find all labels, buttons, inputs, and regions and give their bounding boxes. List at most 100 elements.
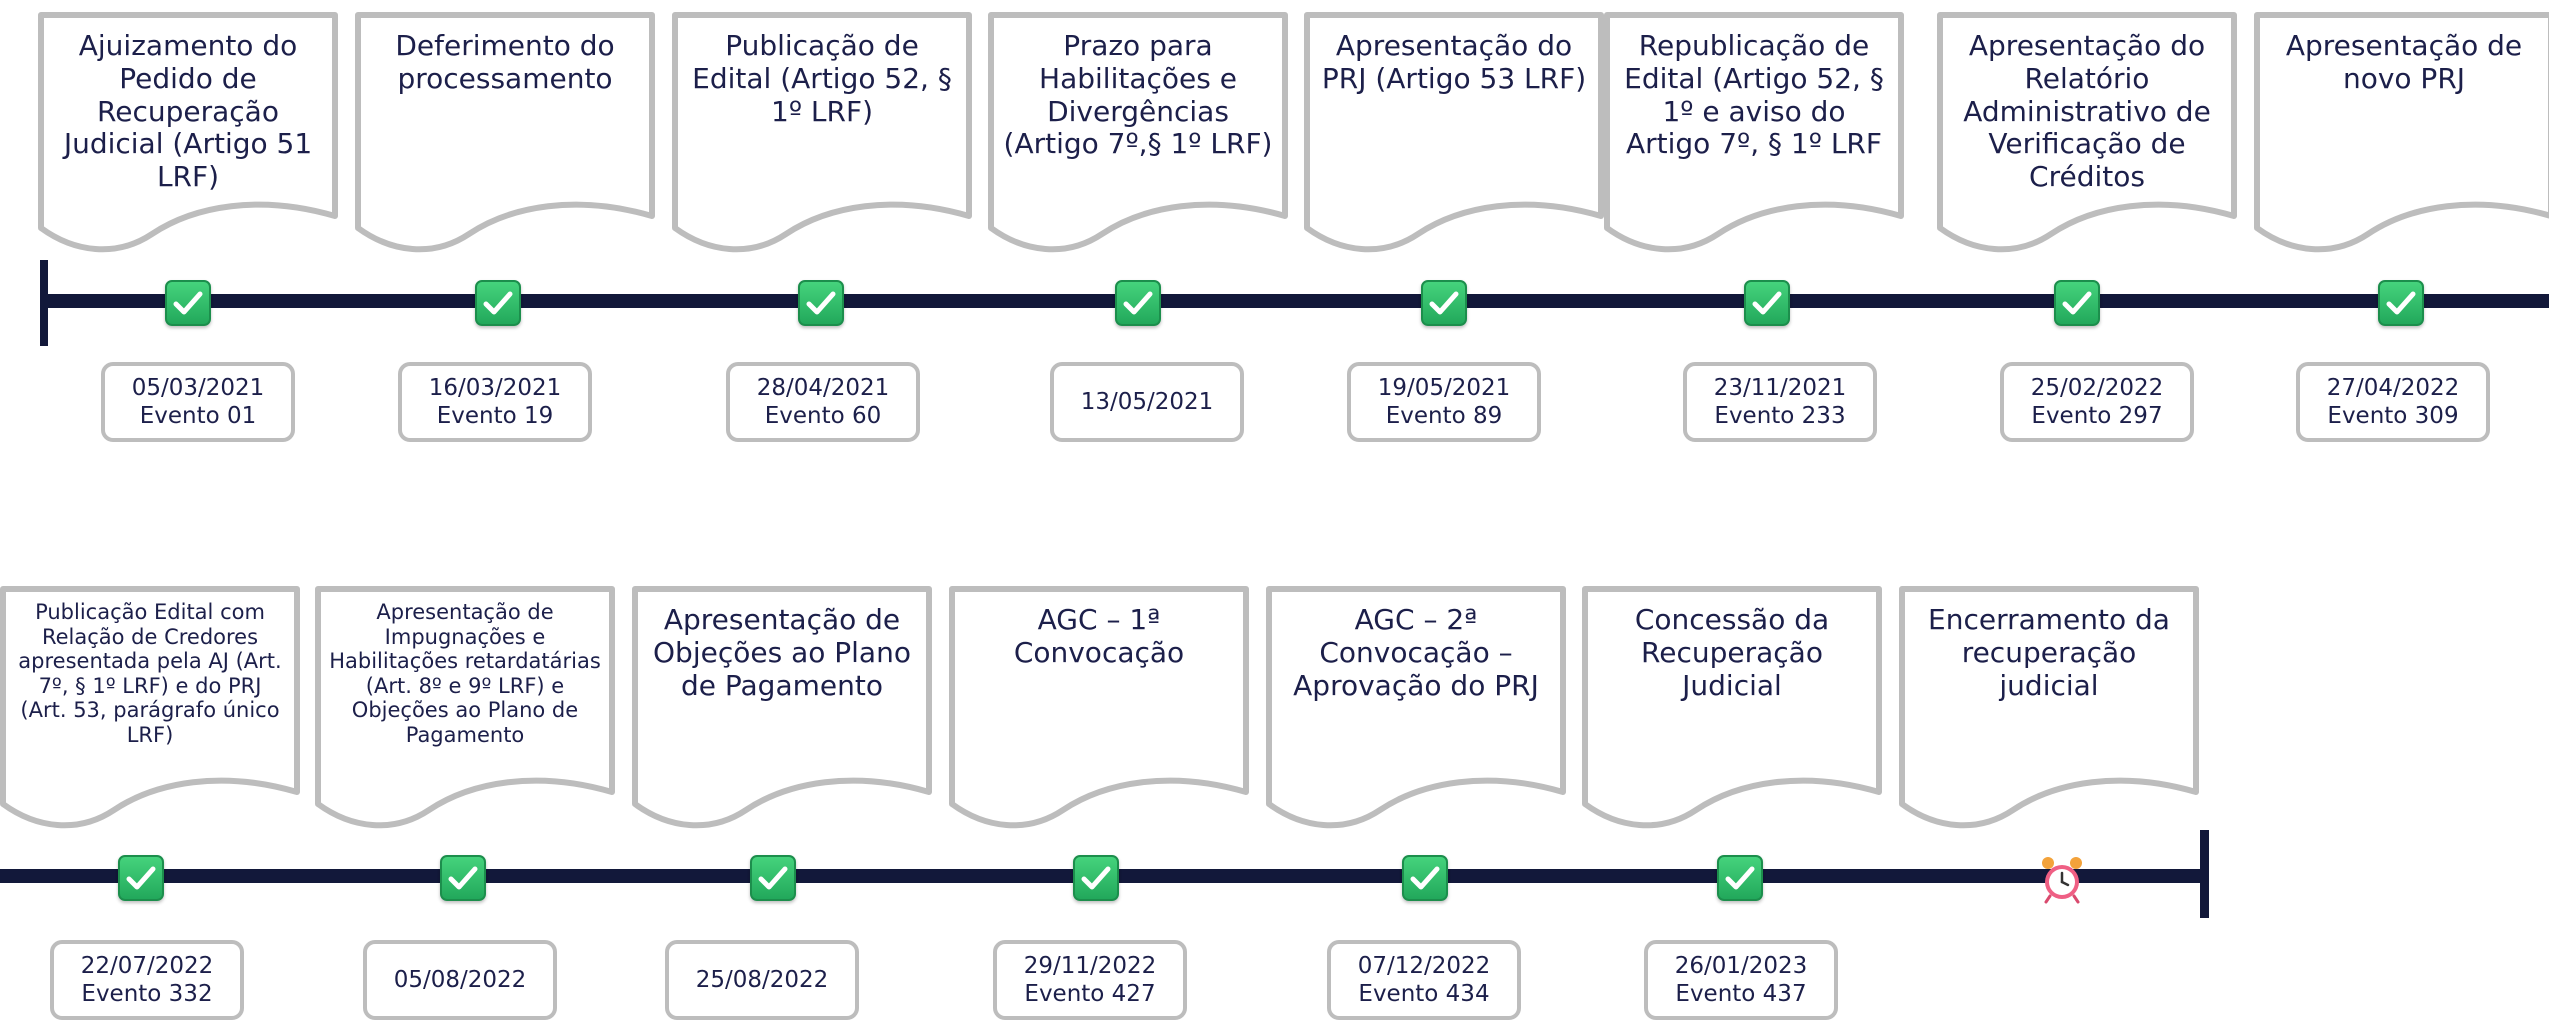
timeline-axis-2-end-tick	[2200, 830, 2209, 918]
milestone-card-1-1: Ajuizamento do Pedido de Recuperação Jud…	[38, 12, 338, 260]
milestone-card-outline	[632, 586, 932, 829]
timeline-axis-1	[40, 294, 2549, 308]
milestone-card-shape	[38, 12, 338, 253]
checkmark-icon	[798, 280, 844, 326]
milestone-title: Prazo para Habilitações e Divergências (…	[1003, 29, 1273, 161]
milestone-event-number: Evento 01	[139, 403, 257, 429]
milestone-title: Apresentação de Impugnações e Habilitaçõ…	[329, 600, 601, 747]
milestone-card-2-5: AGC – 2ª Convocação – Aprovação do PRJ	[1266, 586, 1566, 836]
milestone-date: 27/04/2022	[2326, 374, 2460, 401]
milestone-title: Publicação de Edital (Artigo 52, § 1º LR…	[692, 29, 952, 128]
milestone-card-shape	[988, 12, 1288, 253]
milestone-card-1-7: Apresentação do Relatório Administrativo…	[1937, 12, 2237, 260]
milestone-event-number: Evento 60	[764, 403, 882, 429]
milestone-card-shape	[0, 586, 300, 829]
milestone-event-number: Evento 19	[436, 403, 554, 429]
milestone-date: 07/12/2022	[1357, 952, 1491, 979]
alarm-clock-icon	[2040, 854, 2084, 904]
milestone-date: 16/03/2021	[428, 374, 562, 401]
milestone-title: AGC – 1ª Convocação	[1013, 603, 1185, 669]
milestone-card-1-2: Deferimento do processamento	[355, 12, 655, 260]
checkmark-icon	[750, 855, 796, 901]
milestone-date-box: 05/08/2022	[363, 940, 557, 1020]
milestone-card-2-2: Apresentação de Impugnações e Habilitaçõ…	[315, 586, 615, 836]
milestone-card-outline	[1266, 586, 1566, 829]
checkmark-icon	[1717, 855, 1763, 901]
milestone-card-shape	[2254, 12, 2549, 253]
milestone-card-outline	[1582, 586, 1882, 829]
checkmark-icon	[1115, 280, 1161, 326]
milestone-title: Apresentação de novo PRJ	[2285, 29, 2523, 95]
milestone-title: Encerramento da recuperação judicial	[1928, 603, 2170, 702]
milestone-title: Apresentação do Relatório Administrativo…	[1963, 29, 2211, 193]
milestone-card-outline	[0, 586, 300, 829]
checkmark-icon	[1073, 855, 1119, 901]
milestone-date-box: 13/05/2021	[1050, 362, 1244, 442]
milestone-date: 29/11/2022	[1023, 952, 1157, 979]
milestone-card-outline	[355, 12, 655, 253]
timeline-axis-1-start-tick	[40, 260, 48, 346]
milestone-card-outline	[1604, 12, 1904, 253]
milestone-title: Republicação de Edital (Artigo 52, § 1º …	[1624, 29, 1884, 161]
milestone-event-number: Evento 309	[2327, 403, 2459, 429]
checkmark-icon	[475, 280, 521, 326]
milestone-date: 22/07/2022	[80, 952, 214, 979]
milestone-card-shape	[632, 586, 932, 829]
milestone-card-1-8: Apresentação de novo PRJ	[2254, 12, 2549, 260]
checkmark-icon	[2378, 280, 2424, 326]
milestone-title: Publicação Edital com Relação de Credore…	[18, 600, 282, 747]
checkmark-icon	[118, 855, 164, 901]
checkmark-icon	[440, 855, 486, 901]
milestone-card-shape	[1604, 12, 1904, 253]
milestone-card-outline	[315, 586, 615, 829]
milestone-card-outline	[2254, 12, 2549, 253]
milestone-card-shape	[355, 12, 655, 253]
milestone-date: 26/01/2023	[1674, 952, 1808, 979]
milestone-event-number: Evento 297	[2031, 403, 2163, 429]
checkmark-icon	[165, 280, 211, 326]
milestone-card-outline	[38, 12, 338, 253]
milestone-date: 19/05/2021	[1377, 374, 1511, 401]
milestone-card-shape	[672, 12, 972, 253]
milestone-date: 13/05/2021	[1080, 388, 1214, 415]
milestone-card-2-1: Publicação Edital com Relação de Credore…	[0, 586, 300, 836]
milestone-date: 05/03/2021	[131, 374, 265, 401]
checkmark-icon	[2054, 280, 2100, 326]
checkmark-icon	[1402, 855, 1448, 901]
milestone-event-number: Evento 233	[1714, 403, 1846, 429]
milestone-card-shape	[1304, 12, 1604, 253]
milestone-title: Apresentação do PRJ (Artigo 53 LRF)	[1321, 29, 1587, 95]
checkmark-icon	[1421, 280, 1467, 326]
milestone-card-outline	[949, 586, 1249, 829]
milestone-event-number: Evento 437	[1675, 981, 1807, 1007]
milestone-card-shape	[315, 586, 615, 829]
milestone-date-box: 25/08/2022	[665, 940, 859, 1020]
milestone-title: Concessão da Recuperação Judicial	[1634, 603, 1830, 702]
milestone-date: 23/11/2021	[1713, 374, 1847, 401]
milestone-date: 25/02/2022	[2030, 374, 2164, 401]
milestone-card-shape	[949, 586, 1249, 829]
milestone-card-2-7: Encerramento da recuperação judicial	[1899, 586, 2199, 836]
milestone-card-shape	[1937, 12, 2237, 253]
milestone-date: 25/08/2022	[695, 966, 829, 993]
milestone-card-outline	[988, 12, 1288, 253]
milestone-card-2-6: Concessão da Recuperação Judicial	[1582, 586, 1882, 836]
milestone-event-number: Evento 434	[1358, 981, 1490, 1007]
milestone-card-outline	[672, 12, 972, 253]
milestone-card-shape	[1899, 586, 2199, 829]
checkmark-icon	[1744, 280, 1790, 326]
milestone-card-2-4: AGC – 1ª Convocação	[949, 586, 1249, 836]
milestone-card-1-4: Prazo para Habilitações e Divergências (…	[988, 12, 1288, 260]
milestone-event-number: Evento 89	[1385, 403, 1503, 429]
milestone-card-outline	[1304, 12, 1604, 253]
milestone-card-1-6: Republicação de Edital (Artigo 52, § 1º …	[1604, 12, 1904, 260]
milestone-date: 28/04/2021	[756, 374, 890, 401]
